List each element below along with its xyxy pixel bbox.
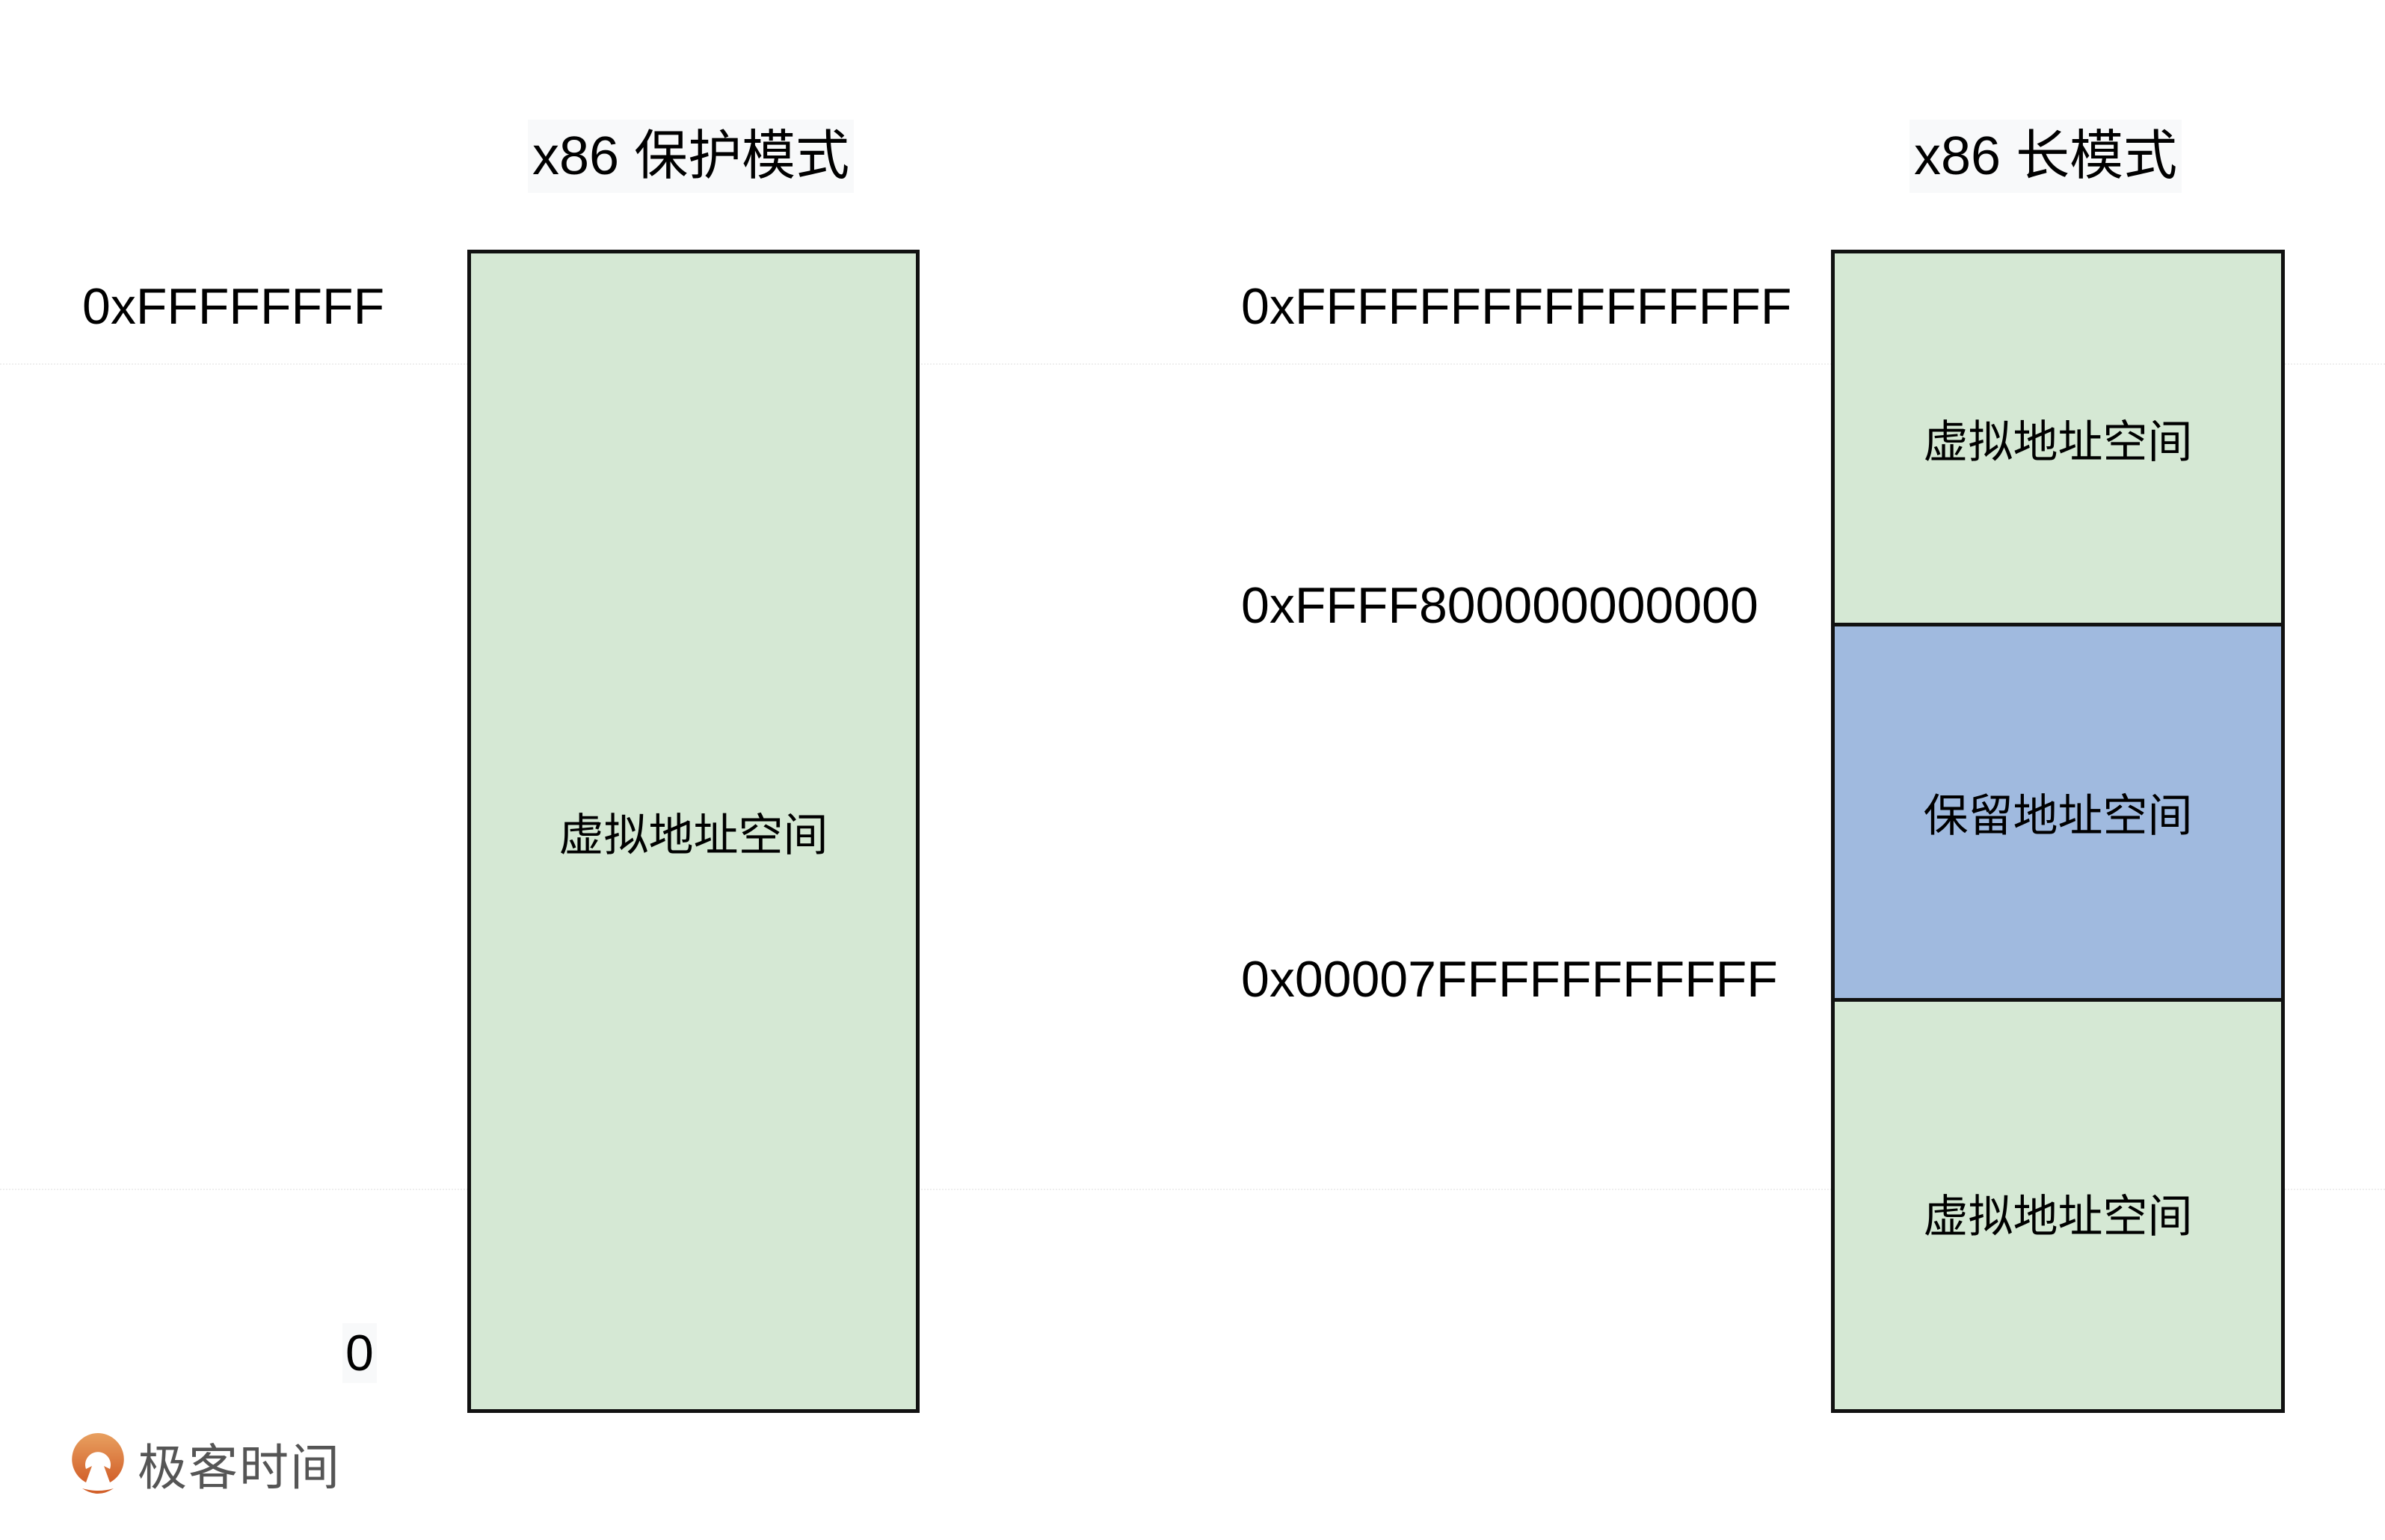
long-address-user-end: 0x00007FFFFFFFFFFF: [1241, 951, 1778, 1008]
region-label: 虚拟地址空间: [1923, 1192, 2193, 1242]
protected-mode-title: x86 保护模式: [528, 120, 855, 193]
protected-bottom-address: 0: [342, 1323, 377, 1383]
region-label: 保留地址空间: [1923, 791, 2193, 841]
long-mode-memory-box: 虚拟地址空间 保留地址空间 虚拟地址空间: [1831, 250, 2285, 1413]
brand-logo-icon: [72, 1433, 124, 1494]
protected-mode-memory-box: 虚拟地址空间: [467, 250, 920, 1413]
brand-logo: 极客时间: [69, 1428, 341, 1500]
region-label: 虚拟地址空间: [558, 810, 828, 860]
watermark-guide-line: [0, 1189, 2385, 1190]
long-lower-virtual-region: 虚拟地址空间: [1835, 1002, 2281, 1409]
region-label: 虚拟地址空间: [1923, 416, 2193, 467]
watermark-guide-line: [0, 363, 2385, 365]
brand-name: 极客时间: [138, 1440, 341, 1495]
long-reserved-region: 保留地址空间: [1835, 626, 2281, 1002]
protected-virtual-region: 虚拟地址空间: [471, 253, 916, 1409]
protected-top-address: 0xFFFFFFFF: [82, 278, 385, 335]
long-mode-title: x86 长模式: [1909, 120, 2182, 193]
long-address-kernel-start: 0xFFFF800000000000: [1241, 577, 1758, 634]
long-upper-virtual-region: 虚拟地址空间: [1835, 253, 2281, 626]
long-address-top: 0xFFFFFFFFFFFFFFFF: [1241, 278, 1792, 335]
